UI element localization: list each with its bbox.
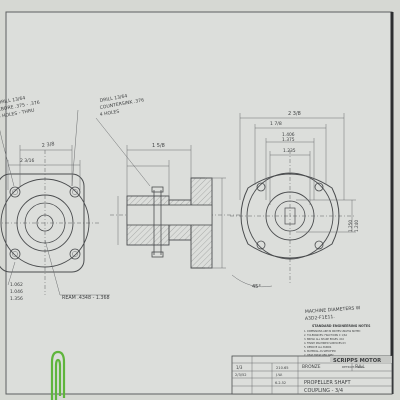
section-view	[95, 117, 240, 269]
title-cell-2: 2/3/52	[235, 373, 247, 377]
rear-view	[230, 113, 356, 288]
section-drill-line-1: DRILL 13/64	[99, 93, 128, 104]
front-dim-bottom-3: 1.356	[10, 296, 23, 302]
rear-dim-tier-1: 1 7/8	[270, 121, 282, 127]
title-cell-1: 1/3	[236, 365, 243, 370]
title-cell-3: J.W.	[275, 373, 283, 377]
title-material: BRONZE	[302, 364, 321, 370]
title-scale: FULL	[355, 364, 365, 369]
front-dim-top: 2 3/8	[41, 141, 55, 149]
rear-dim-top: 2 3/8	[288, 111, 301, 117]
standard-note-line: 7. HEAT TREAT PER SPEC	[304, 354, 334, 357]
front-dim-bottom-1: 1.062	[10, 282, 23, 288]
title-line-2: COUPLING - 3/4	[304, 388, 343, 394]
title-cell-4: 6-2-52	[275, 381, 286, 385]
front-drill-line-1: DRILL 13/64	[0, 95, 26, 106]
machine-note-2: A3D2-F1E11.	[305, 314, 335, 322]
front-ream-callout: REAM .4348 - 1.368	[62, 295, 110, 301]
front-dim-bottom-2: 1.046	[10, 289, 23, 295]
rear-dim-right-1: 1.250	[348, 220, 353, 232]
standard-note-line: 5. REMOVE ALL BURRS	[304, 346, 332, 349]
front-view	[0, 109, 110, 296]
standard-notes-title: STANDARD ENGINEERING NOTES	[312, 324, 371, 328]
machine-note-1: MACHINE DIAMETERS W	[305, 305, 361, 315]
rear-dim-tier-2: 1.406	[282, 132, 295, 138]
rear-dim-tier-4: 1.235	[283, 148, 296, 154]
title-company-sub: DETROIT, MICH.	[342, 365, 364, 369]
paper-clip-icon	[50, 350, 66, 400]
section-dim-top: 1 5/8	[152, 143, 165, 149]
front-dim-left-1: 2 3/16	[20, 158, 35, 164]
standard-note-line: 2. TOLERANCES: FRACTIONS ± 1/64	[304, 334, 347, 337]
standard-note-line: 1. DIMENSIONS ARE IN INCHES UNLESS NOTED	[304, 330, 361, 333]
title-block	[231, 355, 393, 395]
standard-note-line: 4. FINISH MACHINED SURFACES 63	[304, 342, 346, 345]
rear-dim-right-2: 1.240	[354, 220, 359, 232]
section-drill-line-3: 4 HOLES	[99, 109, 120, 118]
title-company: SCRIPPS MOTOR	[333, 358, 381, 364]
title-cell-5: 210.65	[276, 366, 289, 370]
standard-note-line: 3. BREAK ALL SHARP EDGES .010	[304, 338, 344, 341]
rear-dim-angle: 45°	[252, 284, 261, 290]
standard-note-line: 6. MATERIAL AS SPECIFIED	[304, 350, 336, 353]
rear-dim-tier-3: 1.375	[282, 137, 295, 143]
title-line-1: PROPELLER SHAFT	[304, 380, 352, 386]
